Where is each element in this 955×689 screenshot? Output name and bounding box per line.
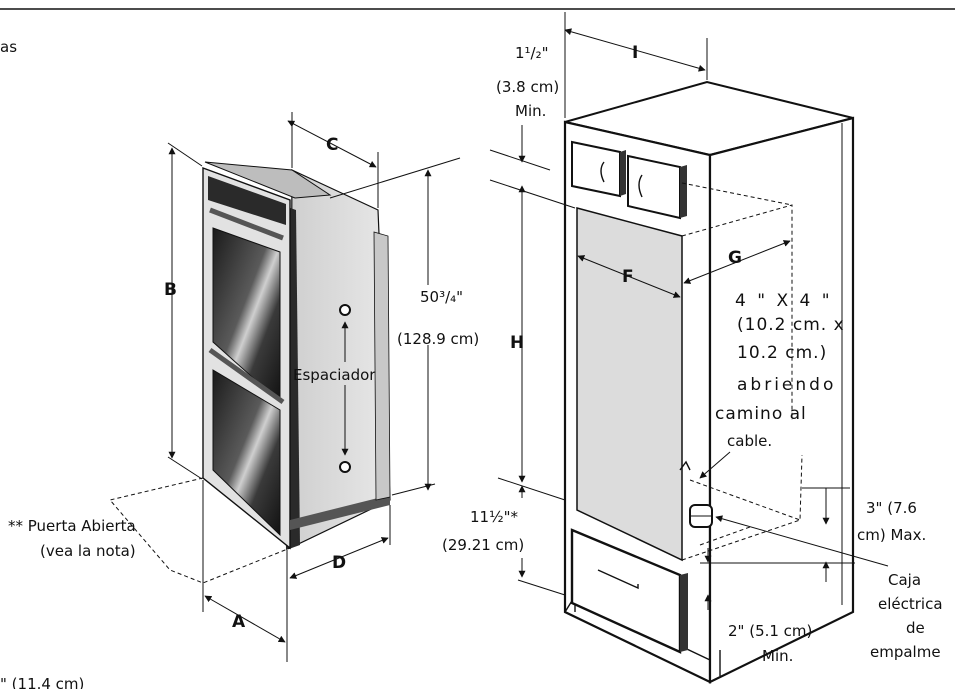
dim-b-ext-bottom [167, 456, 203, 480]
height-label-bg [418, 285, 500, 345]
upper-door-right-knob [638, 174, 643, 198]
dim-g-arrow [683, 240, 791, 284]
dim-h-ext-bottom [497, 477, 566, 501]
box-pointer [715, 515, 889, 567]
double-oven [202, 161, 391, 550]
opening-line6: cable. [727, 432, 772, 450]
opening-line4: abriendo [737, 375, 836, 395]
dim-h-label: H [510, 333, 524, 353]
box-line4: empalme [870, 643, 941, 661]
max-line1: 3" (7.6 [866, 499, 917, 517]
cutout-depth-floor [689, 479, 801, 521]
min-line2: Min. [762, 647, 793, 665]
lower-handle [208, 347, 285, 405]
bottom-gap-ext [517, 579, 566, 596]
upper-door-left-edge [620, 150, 626, 196]
control-panel [208, 176, 286, 225]
height-ext-bottom [391, 483, 436, 496]
opening-pointer [699, 451, 731, 479]
spacer-top [339, 304, 351, 316]
box-line1: Caja [888, 571, 921, 589]
oven-cutout-back [576, 207, 683, 562]
top-gap-min: Min. [515, 102, 546, 120]
drawer-edge [680, 573, 688, 652]
drawer-handle [597, 569, 639, 590]
cut-text-top: as [0, 38, 17, 56]
oven-base [290, 495, 390, 530]
oven-top [204, 161, 332, 199]
upper-door-right [627, 154, 681, 220]
dim-b-ext-top [167, 142, 203, 167]
bottom-gap-inches: 11½"* [470, 508, 519, 526]
dim-c-label: C [326, 135, 338, 155]
height-ext-top [329, 157, 461, 199]
upper-door-left-knob [600, 161, 605, 183]
max-line2: cm) Max. [857, 526, 926, 544]
dim-a-arrow [204, 595, 286, 643]
cable-notch [679, 460, 691, 471]
height-cm: (128.9 cm) [397, 330, 479, 348]
dim-g-label: G [728, 248, 742, 268]
dim-f-label: F [622, 267, 634, 287]
dim-d-label: D [332, 553, 346, 573]
lower-oven-window [212, 369, 281, 537]
box-line2: eléctrica [878, 595, 943, 613]
min-line1: 2" (5.1 cm) [728, 622, 812, 640]
bottom-gap-cm: (29.21 cm) [442, 536, 524, 554]
cutout-depth-topleft [681, 182, 793, 206]
top-gap-inches: 1¹/₂" [515, 44, 549, 62]
dim-b-label: B [164, 280, 177, 300]
cut-text-bottom: " (11.4 cm) [0, 675, 84, 689]
dim-d-arrow [289, 537, 389, 579]
opening-line2: (10.2 cm. x [737, 315, 845, 335]
door-open-outline [109, 477, 291, 584]
dim-i-label: I [632, 43, 638, 63]
top-gap-ext1 [489, 149, 551, 171]
side-flange [373, 231, 391, 501]
height-inches: 50³/₄" [420, 288, 463, 306]
box-line3: de [906, 619, 925, 637]
opening-line3: 10.2 cm.) [737, 343, 827, 363]
opening-line1: 4 " X 4 " [735, 291, 833, 311]
top-gap-cm: (3.8 cm) [496, 78, 559, 96]
door-note-line1: ** Puerta Abierta [8, 517, 136, 535]
door-note-line2: (vea la nota) [40, 542, 136, 560]
top-gap-ext2 [489, 179, 576, 209]
upper-door-left [571, 140, 621, 198]
dim-a-label: A [232, 612, 246, 632]
dim-f-arrow [577, 255, 681, 298]
upper-door-right-edge [680, 165, 687, 218]
spacer-bottom [339, 461, 351, 473]
cutout-depth-mid [699, 526, 751, 546]
dim-c-arrow [287, 120, 377, 168]
spacer-label: Espaciador [293, 366, 376, 384]
upper-handle [209, 207, 284, 241]
opening-line5: camino al [715, 404, 807, 424]
dim-i-arrow [564, 28, 706, 72]
junction-box [689, 504, 713, 528]
